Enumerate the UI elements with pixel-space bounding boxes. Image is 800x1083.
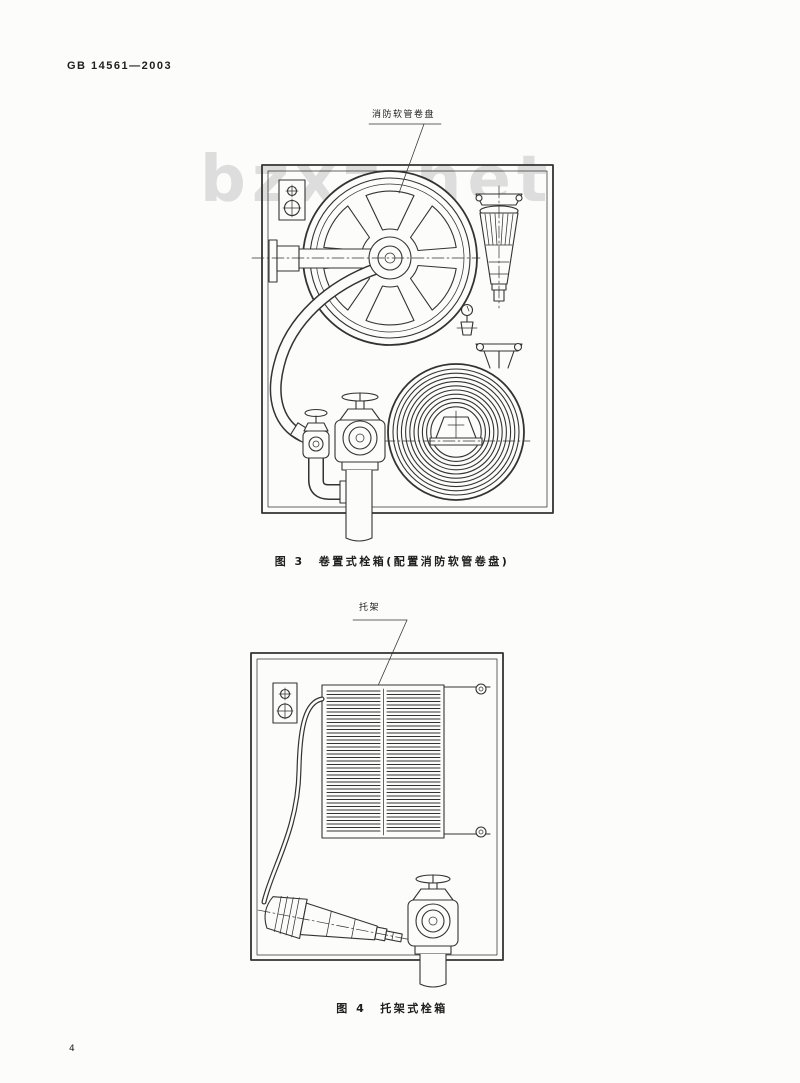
- reel-spoke-window: [409, 264, 457, 311]
- pressure-gauge: [456, 303, 478, 336]
- coil-mounting-bracket: [475, 342, 523, 369]
- folded-hose-layers: [326, 690, 441, 832]
- figure-4-caption-title: 托架式栓箱: [380, 1002, 448, 1015]
- small-valve: [302, 408, 330, 459]
- figure-3-drawing: [251, 123, 554, 542]
- fire-hydrant-valve: [407, 874, 459, 955]
- hose-coil-ring: [392, 368, 520, 496]
- figure-3-caption-title: 卷置式栓箱(配置消防软管卷盘): [318, 555, 510, 568]
- figure-3-caption: 图 3 卷置式栓箱(配置消防软管卷盘): [192, 556, 592, 567]
- alarm-button-box: [272, 682, 298, 724]
- alarm-button-symbol: [282, 198, 302, 218]
- reel-spoke-window: [365, 285, 415, 326]
- page-number: 4: [69, 1044, 75, 1054]
- reel-spoke-window: [365, 190, 415, 231]
- spray-nozzle: [257, 895, 410, 943]
- figure-4-callout-leader: [352, 619, 408, 689]
- hose-coil-ring: [400, 376, 512, 488]
- indicator-lamp-symbol: [285, 184, 299, 198]
- figure-4-caption-number: 图 4: [336, 1002, 367, 1015]
- coil-hub-bracket: [429, 410, 483, 446]
- figure-4-callout-label: 托架: [359, 603, 381, 613]
- indicator-lamp-symbol: [278, 687, 292, 701]
- figure-3-cabinet-frame: [261, 164, 554, 514]
- hose-coil-ring: [430, 406, 482, 458]
- reel-axle-pipe: [268, 239, 376, 283]
- alarm-button-box: [278, 179, 306, 221]
- figure-3-callout-leader: [368, 123, 442, 194]
- folded-hose-coil: [382, 363, 531, 501]
- hose-coil-ring: [405, 381, 507, 483]
- hose-coil-ring: [426, 402, 486, 462]
- rack-hose: [261, 696, 325, 905]
- fire-hydrant-valve: [334, 392, 386, 471]
- rack-hinge-top: [475, 683, 487, 695]
- hose-coil-ring: [417, 393, 495, 471]
- hose-coil-ring: [421, 397, 491, 467]
- hose-coil-ring: [409, 385, 503, 479]
- figure-4-drawing: [250, 619, 504, 988]
- hose-coil-ring: [396, 372, 516, 492]
- figure-4-cabinet-frame: [250, 652, 504, 961]
- hose-coil-rings: [392, 368, 520, 496]
- hose-coil-ring: [413, 389, 499, 475]
- standard-number-header: GB 14561—2003: [67, 60, 173, 72]
- inlet-pipe: [345, 469, 373, 542]
- inlet-pipe: [419, 953, 447, 988]
- spray-nozzle: [475, 185, 523, 309]
- rack-hinge-bottom: [475, 826, 487, 838]
- figure-3-callout-label: 消防软管卷盘: [372, 110, 436, 120]
- alarm-button-symbol: [276, 702, 294, 720]
- hose-rack: [321, 683, 491, 839]
- reel-hose: [269, 262, 384, 444]
- figure-4-caption: 图 4 托架式栓箱: [192, 1003, 592, 1014]
- reel-spoke-window: [409, 205, 457, 252]
- figure-3-caption-number: 图 3: [274, 555, 305, 568]
- reel-spoke-window: [323, 205, 371, 252]
